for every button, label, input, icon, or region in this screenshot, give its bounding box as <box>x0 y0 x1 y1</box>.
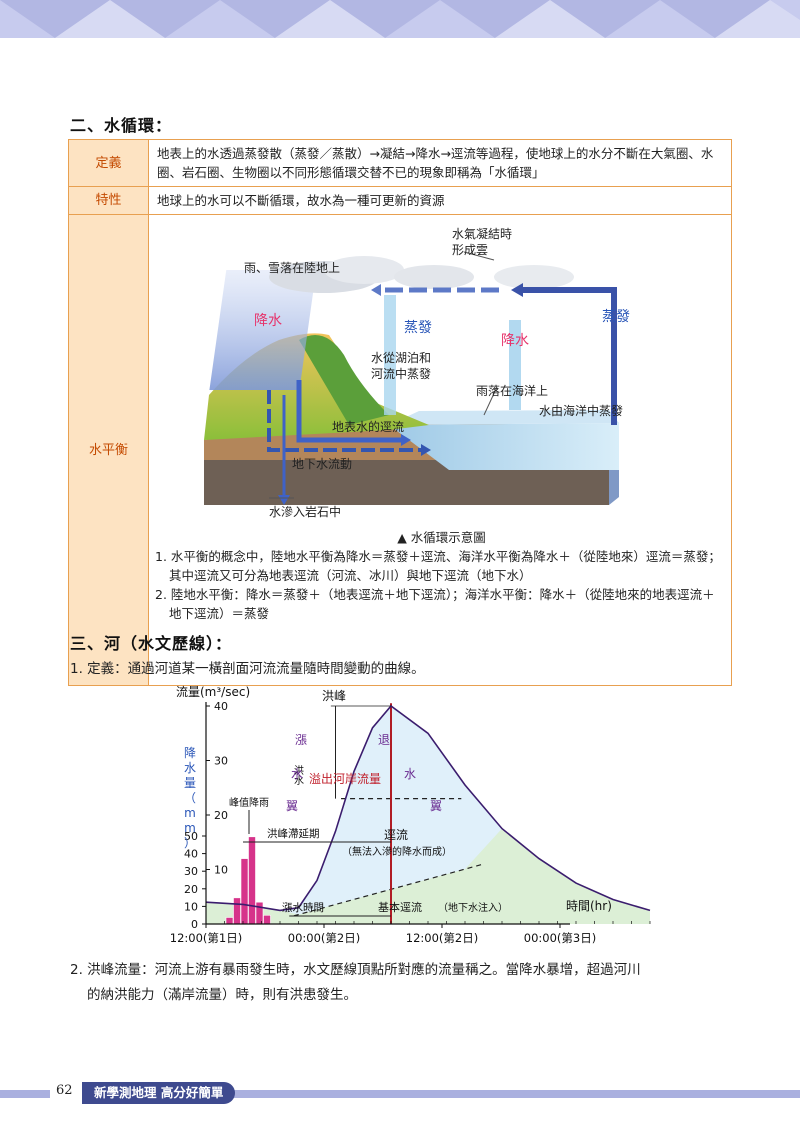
label-rain-snow: 雨、雪落在陸地上 <box>244 261 340 275</box>
label-runoff-note: （無法入滲的降水而成） <box>342 845 452 858</box>
y-axis-label: 流量(m³/sec) <box>176 685 250 699</box>
rain-label-char: （ <box>184 791 196 805</box>
row-label-definition: 定義 <box>68 139 149 187</box>
x-tick-label-2: 12:00(第2日) <box>406 931 478 945</box>
row-text-property: 地球上的水可以不斷循環，故水為一種可更新的資源 <box>148 186 732 215</box>
book-title: 新學測地理 高分好簡單 <box>82 1082 236 1104</box>
water-cycle-illustration: 水氣凝結時 形成雲 雨、雪落在陸地上 降水 蒸發 降水 蒸發 水從湖泊和 河流中… <box>204 226 630 519</box>
label-rising-3: 翼 <box>286 799 298 813</box>
label-runoff: 逕流 <box>384 828 408 842</box>
rain-bar-3 <box>248 836 256 925</box>
rain-bar-5 <box>263 914 271 925</box>
header-decoration-band <box>0 0 800 38</box>
water-cycle-diagram: 水氣凝結時 形成雲 雨、雪落在陸地上 降水 蒸發 降水 蒸發 水從湖泊和 河流中… <box>149 215 731 685</box>
hydrograph-chart: 10 20 30 40 0 10 20 30 40 50 12:00(第1日) 00:00(第2日) 1… <box>170 685 651 945</box>
rain-tick-label-0: 0 <box>191 918 198 931</box>
label-surface-runoff: 地表水的逕流 <box>332 419 404 434</box>
list-item: 1. 水平衡的概念中，陸地水平衡為降水＝蒸發＋逕流、海洋水平衡為降水＋（從陸地來… <box>155 549 721 583</box>
row-balance-content: 水氣凝結時 形成雲 雨、雪落在陸地上 降水 蒸發 降水 蒸發 水從湖泊和 河流中… <box>148 214 732 686</box>
label-precip-right: 降水 <box>501 333 529 349</box>
rain-axis-label: 降水量（mm） <box>184 746 196 850</box>
section-title-river: 三、河（水文歷線）： <box>70 634 233 653</box>
rain-bar-2 <box>240 858 249 925</box>
section-title-water-cycle: 二、水循環： <box>70 116 173 135</box>
diagram-caption: ▲ 水循環示意圖 <box>397 530 486 545</box>
rain-tick-label-30: 30 <box>184 865 198 878</box>
label-baseflow: 基本逕流 <box>378 900 422 914</box>
label-falling-2: 水 <box>404 767 416 781</box>
river-definition: 1. 定義：通過河道某一橫剖面河流流量隨時間變動的曲線。 <box>70 661 425 677</box>
hydrograph-line <box>205 704 651 912</box>
table-row: 定義 地表上的水透過蒸發散（蒸發／蒸散）→凝結→降水→逕流等過程，使地球上的水分… <box>68 139 732 187</box>
footer-band <box>0 1090 800 1098</box>
rain-label-char: 水 <box>184 761 196 775</box>
rain-tick-label-10: 10 <box>184 900 198 913</box>
label-rise-time: 漲水時間 <box>282 902 324 914</box>
row-label-balance: 水平衡 <box>68 214 149 686</box>
rain-tick-label-20: 20 <box>184 883 198 896</box>
label-peak: 洪峰 <box>322 689 346 703</box>
x-tick-label-3: 00:00(第3日) <box>524 931 596 945</box>
label-precip-left: 降水 <box>254 313 282 329</box>
y-tick-label-30: 30 <box>214 755 228 768</box>
label-cloud-note-2: 形成雲 <box>452 243 488 257</box>
y-tick-label-40: 40 <box>214 700 228 713</box>
rain-tick-label-50: 50 <box>184 830 198 843</box>
rain-bar-0 <box>225 917 234 925</box>
water-cycle-table: 定義 地表上的水透過蒸發散（蒸發／蒸散）→凝結→降水→逕流等過程，使地球上的水分… <box>68 139 732 686</box>
label-cloud-note-1: 水氣凝結時 <box>452 226 512 241</box>
table-row: 特性 地球上的水可以不斷循環，故水為一種可更新的資源 <box>68 186 732 215</box>
rain-bar-4 <box>255 901 264 925</box>
label-evap-mid: 蒸發 <box>404 320 432 336</box>
label-ocean-evap: 水由海洋中蒸發 <box>539 403 623 418</box>
row-text-definition: 地表上的水透過蒸發散（蒸發／蒸散）→凝結→降水→逕流等過程，使地球上的水分不斷在… <box>148 139 732 187</box>
label-lag: 洪峰滯延期 <box>267 827 320 840</box>
baseflow-area-overlay <box>206 828 650 924</box>
label-baseflow-note: （地下水注入） <box>438 901 508 914</box>
label-lake-evap-2: 河流中蒸發 <box>371 366 431 381</box>
rain-label-char: m <box>184 821 196 835</box>
label-falling-1: 退 <box>378 733 390 747</box>
page-number: 62 <box>56 1083 73 1098</box>
table-row: 水平衡 <box>68 214 732 686</box>
list-item: 2. 陸地水平衡：降水＝蒸發＋（地表逕流＋地下逕流）；海洋水平衡：降水＋（從陸地… <box>155 587 715 621</box>
label-flood: 洪水 <box>292 765 304 785</box>
label-rain-ocean: 雨落在海洋上 <box>476 383 548 398</box>
balance-notes: 1. 水平衡的概念中，陸地水平衡為降水＝蒸發＋逕流、海洋水平衡為降水＋（從陸地來… <box>149 547 735 629</box>
rain-label-char: 降 <box>184 746 196 760</box>
rain-label-char: 量 <box>184 776 196 790</box>
peak-flow-line-1: 2. 洪峰流量：河流上游有暴雨發生時，水文歷線頂點所對應的流量稱之。當降水暴增，… <box>70 962 641 978</box>
label-infiltration: 水滲入岩石中 <box>269 504 341 519</box>
label-peak-rain: 峰值降雨 <box>229 796 269 809</box>
x-axis-label: 時間(hr) <box>566 899 612 913</box>
peak-flow-line-2: 的納洪能力（滿岸流量）時，則有洪患發生。 <box>87 987 357 1003</box>
label-rising-1: 漲 <box>295 733 307 747</box>
x-tick-label-1: 00:00(第2日) <box>288 931 360 945</box>
label-evap-right: 蒸發 <box>602 309 630 325</box>
label-rising-2: 水 <box>291 767 303 781</box>
y-tick-label-10: 10 <box>214 864 228 877</box>
rain-bar-1 <box>233 897 241 925</box>
rain-label-char: m <box>184 806 196 820</box>
label-bankfull: 溢出河岸流量 <box>309 772 381 786</box>
baseflow-separation-line <box>293 863 484 917</box>
rain-tick-label-40: 40 <box>184 848 198 861</box>
row-label-property: 特性 <box>68 186 149 215</box>
label-groundwater: 地下水流動 <box>292 457 352 471</box>
label-lake-evap-1: 水從湖泊和 <box>371 350 431 365</box>
rain-label-char: ） <box>184 836 196 850</box>
y-tick-label-20: 20 <box>214 809 228 822</box>
label-falling-3: 翼 <box>430 799 442 813</box>
x-tick-label-0: 12:00(第1日) <box>170 931 242 945</box>
